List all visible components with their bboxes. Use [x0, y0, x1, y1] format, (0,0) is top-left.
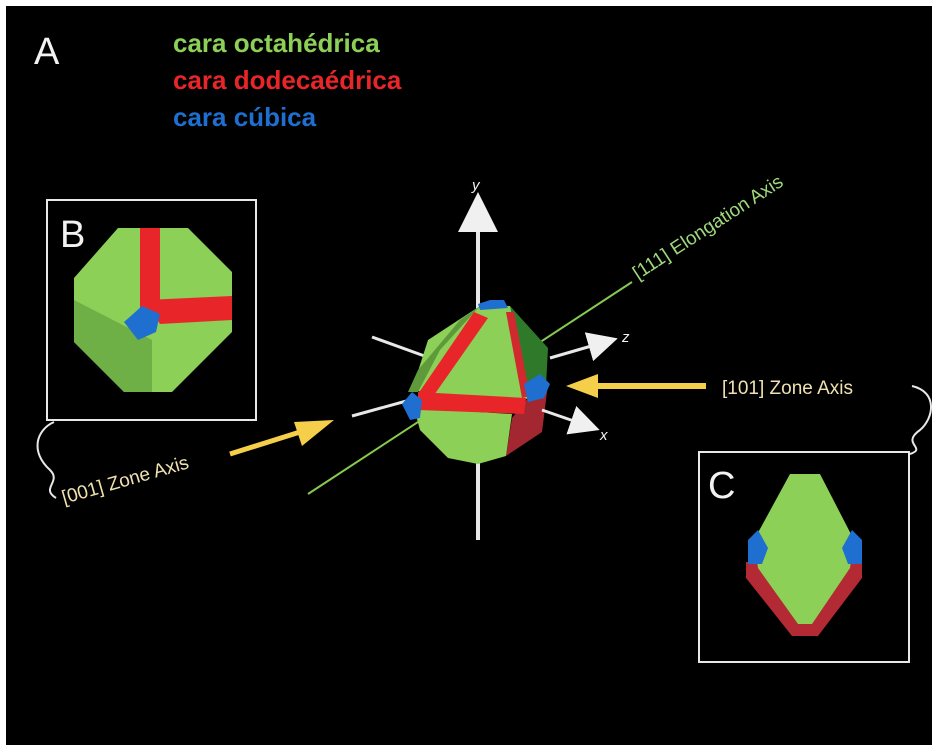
crystal-cubic-left — [402, 392, 422, 420]
crystal-dodeca-horizontal — [418, 392, 526, 414]
crystal-dodeca-lower-right — [506, 384, 548, 456]
panel-b-frame — [46, 199, 257, 421]
z-axis-letter: z — [621, 329, 630, 346]
panel-b: B — [46, 199, 257, 421]
x-axis-letter: x — [599, 427, 608, 444]
panel-c-cubic-left — [748, 530, 768, 564]
panel-c-bracket — [909, 385, 932, 455]
panel-label-b: B — [60, 214, 85, 256]
panel-c-frame — [698, 451, 910, 663]
panel-b-bracket — [36, 421, 57, 499]
crystal-octa-upper-left — [408, 306, 480, 392]
zone-axis-101-arrow-head — [566, 374, 598, 398]
crystal-cubic-top — [478, 300, 508, 310]
crystal-dodeca-diagonal — [418, 312, 488, 398]
crystal-octa-lower — [414, 408, 512, 464]
zone-axis-001-arrow-head — [294, 420, 334, 446]
legend-cubic: cara cúbica — [173, 102, 317, 132]
axis-spoke-upper-left — [371, 335, 431, 360]
panel-label-c: C — [708, 465, 735, 507]
zone-axis-001-arrow-shaft — [229, 429, 301, 457]
panel-b-octa-shade — [74, 300, 152, 392]
y-axis-letter: y — [471, 177, 481, 194]
panel-label-a: A — [34, 31, 60, 73]
panel-c: C — [698, 451, 910, 663]
central-crystal: y z x — [307, 177, 633, 540]
panel-b-dodeca-vertical — [140, 228, 160, 318]
legend: cara octahédrica cara dodecaédrica cara … — [173, 28, 402, 132]
x-axis-line — [541, 405, 600, 435]
panel-c-cubic-right — [842, 530, 862, 564]
panel-c-octa — [754, 474, 854, 624]
panel-b-dodeca-horizontal — [146, 296, 232, 324]
legend-dodecahedral: cara dodecaédrica — [173, 65, 402, 95]
z-axis-line — [549, 332, 618, 362]
panel-b-cubic — [124, 306, 160, 340]
crystal-cubic-right — [524, 374, 550, 402]
zone-axis-101: [101] Zone Axis — [566, 374, 853, 399]
crystal-dodeca-right-edge — [506, 312, 530, 398]
axis-spoke-left — [351, 398, 411, 418]
zone-axis-101-label: [101] Zone Axis — [722, 378, 853, 399]
legend-octahedral: cara octahédrica — [173, 28, 380, 58]
